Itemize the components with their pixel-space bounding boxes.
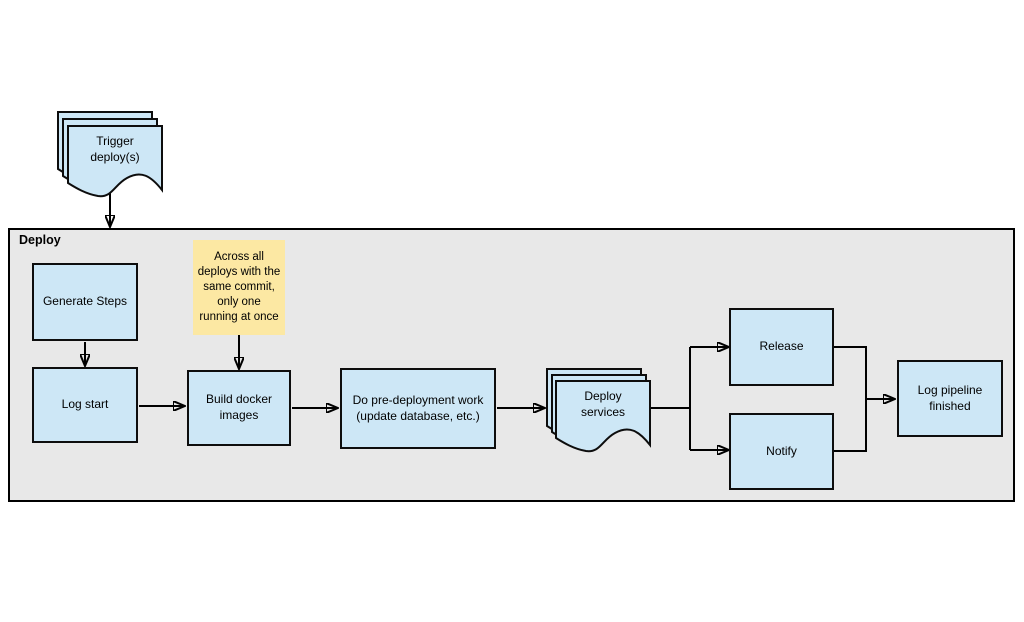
deploy-group-label: Deploy bbox=[19, 233, 61, 247]
release-node: Release bbox=[729, 308, 834, 386]
release-label: Release bbox=[759, 339, 804, 354]
generate-steps-label: Generate Steps bbox=[42, 294, 128, 309]
notify-node: Notify bbox=[729, 413, 834, 490]
trigger-deploys-node: Trigger deploy(s) bbox=[54, 108, 166, 202]
commit-concurrency-note: Across all deploys with the same commit,… bbox=[193, 240, 285, 335]
trigger-deploys-label: Trigger deploy(s) bbox=[90, 134, 140, 164]
log-pipeline-finished-node: Log pipeline finished bbox=[897, 360, 1003, 437]
log-start-label: Log start bbox=[61, 397, 109, 412]
deploy-services-node: Deploy services bbox=[543, 365, 655, 457]
build-docker-images-node: Build docker images bbox=[187, 370, 291, 446]
log-start-node: Log start bbox=[32, 367, 138, 443]
generate-steps-node: Generate Steps bbox=[32, 263, 138, 341]
build-docker-images-label: Build docker images bbox=[205, 392, 273, 422]
log-pipeline-finished-label: Log pipeline finished bbox=[917, 382, 983, 413]
deploy-group-container: Deploy bbox=[8, 228, 1015, 502]
notify-label: Notify bbox=[766, 443, 797, 458]
deploy-services-label: Deploy services bbox=[580, 389, 625, 419]
multi-document-shape bbox=[57, 111, 163, 198]
commit-concurrency-note-text: Across all deploys with the same commit,… bbox=[197, 251, 281, 323]
pre-deployment-work-node: Do pre-deployment work (update database,… bbox=[340, 368, 496, 449]
multi-document-shape bbox=[546, 368, 651, 453]
pre-deployment-work-label: Do pre-deployment work (update database,… bbox=[352, 392, 484, 423]
